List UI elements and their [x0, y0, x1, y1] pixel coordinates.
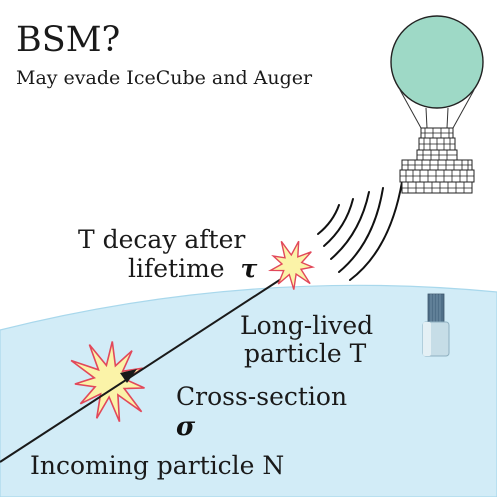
interaction-burst-icon — [70, 341, 145, 423]
sigma-symbol: σ — [176, 412, 196, 442]
subtitle: May evade IceCube and Auger — [16, 67, 313, 89]
track-arrowhead — [120, 369, 137, 383]
tau-symbol: τ — [241, 254, 258, 283]
particle-track — [0, 267, 299, 463]
ground-detector-icon — [422, 293, 450, 357]
balloon-payload-icon — [390, 15, 484, 194]
earth-surface — [0, 284, 497, 497]
decay-label-line1: T decay after — [78, 225, 245, 254]
long-lived-label-line1: Long-lived — [240, 311, 373, 340]
incoming-particle-label: Incoming particle N — [30, 451, 284, 480]
page-title: BSM? — [16, 20, 120, 60]
long-lived-label-line2: particle T — [244, 339, 367, 368]
decay-label-line2: lifetime τ — [128, 254, 258, 283]
decay-burst-icon — [267, 240, 316, 290]
radio-waves-icon — [317, 181, 403, 281]
cross-section-label: Cross-section — [176, 382, 347, 411]
decay-label-lifetime: lifetime — [128, 254, 225, 283]
